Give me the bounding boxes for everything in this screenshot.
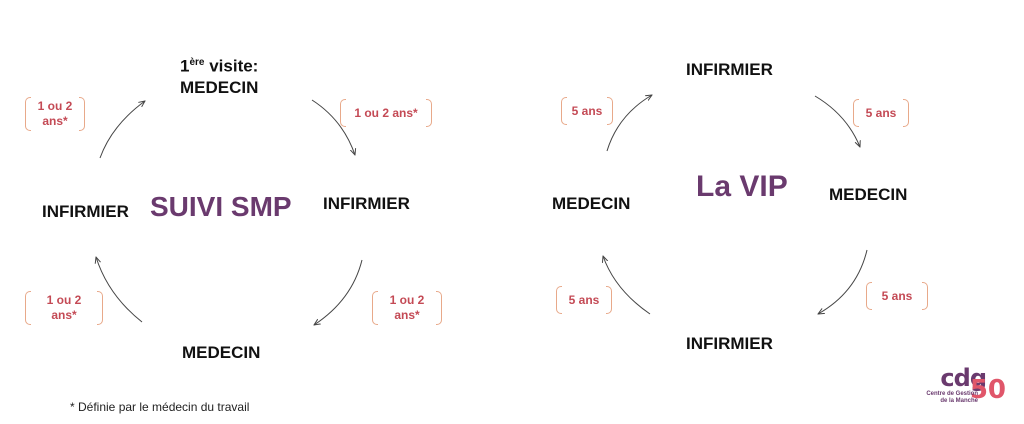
left-cycle-bottom-node: MEDECIN [182,343,261,362]
left-cycle-left-node: INFIRMIER [42,202,129,221]
left-cycle-top-label: MEDECIN [180,77,259,97]
interval-badge-right-bottom-right: 5 ans [866,282,928,310]
interval-text: ans* [42,114,68,128]
logo-brand: cdg [940,364,987,392]
right-cycle-bottom-node: INFIRMIER [686,334,773,353]
logo-number: 50 [969,375,1006,405]
logo-line1: Centre de Gestion [926,391,978,397]
interval-badge-right-top-right: 5 ans [853,99,909,127]
arrow-right-bottom-left [603,256,651,315]
right-cycle-top-node: INFIRMIER [686,60,773,79]
interval-text: 5 ans [881,288,913,303]
interval-text: ans* [394,308,420,322]
arrow-left-bottom-right [314,259,363,325]
logo-text: Centre de Gestion de la Manche [926,391,978,405]
interval-text: 5 ans [865,105,897,120]
left-cycle-title: SUIVI SMP [150,191,292,222]
right-cycle-title: La VIP [696,170,788,203]
interval-badge-right-bottom-left: 5 ans [556,286,612,314]
interval-text: 5 ans [568,292,600,307]
left-cycle-top-node: 1ère visite: MEDECIN [180,56,259,97]
interval-text: 1 ou 2 [46,293,82,307]
interval-text: 1 ou 2 ans* [354,105,418,120]
left-cycle-right-node: INFIRMIER [323,194,410,213]
interval-text: ans* [51,308,77,322]
footnote: * Définie par le médecin du travail [70,400,250,414]
arrow-left-top-right [311,99,355,155]
arrow-right-top-left [606,95,652,152]
logo-line2: de la Manche [940,398,978,404]
arrow-right-top-right [814,95,860,147]
right-cycle-left-node: MEDECIN [552,194,631,213]
interval-text: 5 ans [571,103,603,118]
cdg50-logo: cdg 50 Centre de Gestion de la Manche [908,364,1008,414]
interval-text: 1 ou 2 [389,293,425,307]
arrow-left-top-left [99,101,145,159]
interval-badge-left-top-right: 1 ou 2 ans* [340,99,432,127]
arrow-right-bottom-right [818,249,868,314]
interval-badge-right-top-left: 5 ans [561,97,613,125]
right-cycle-right-node: MEDECIN [829,185,908,204]
arrow-left-bottom-left [96,257,143,323]
interval-text: 1 ou 2 [37,99,73,113]
